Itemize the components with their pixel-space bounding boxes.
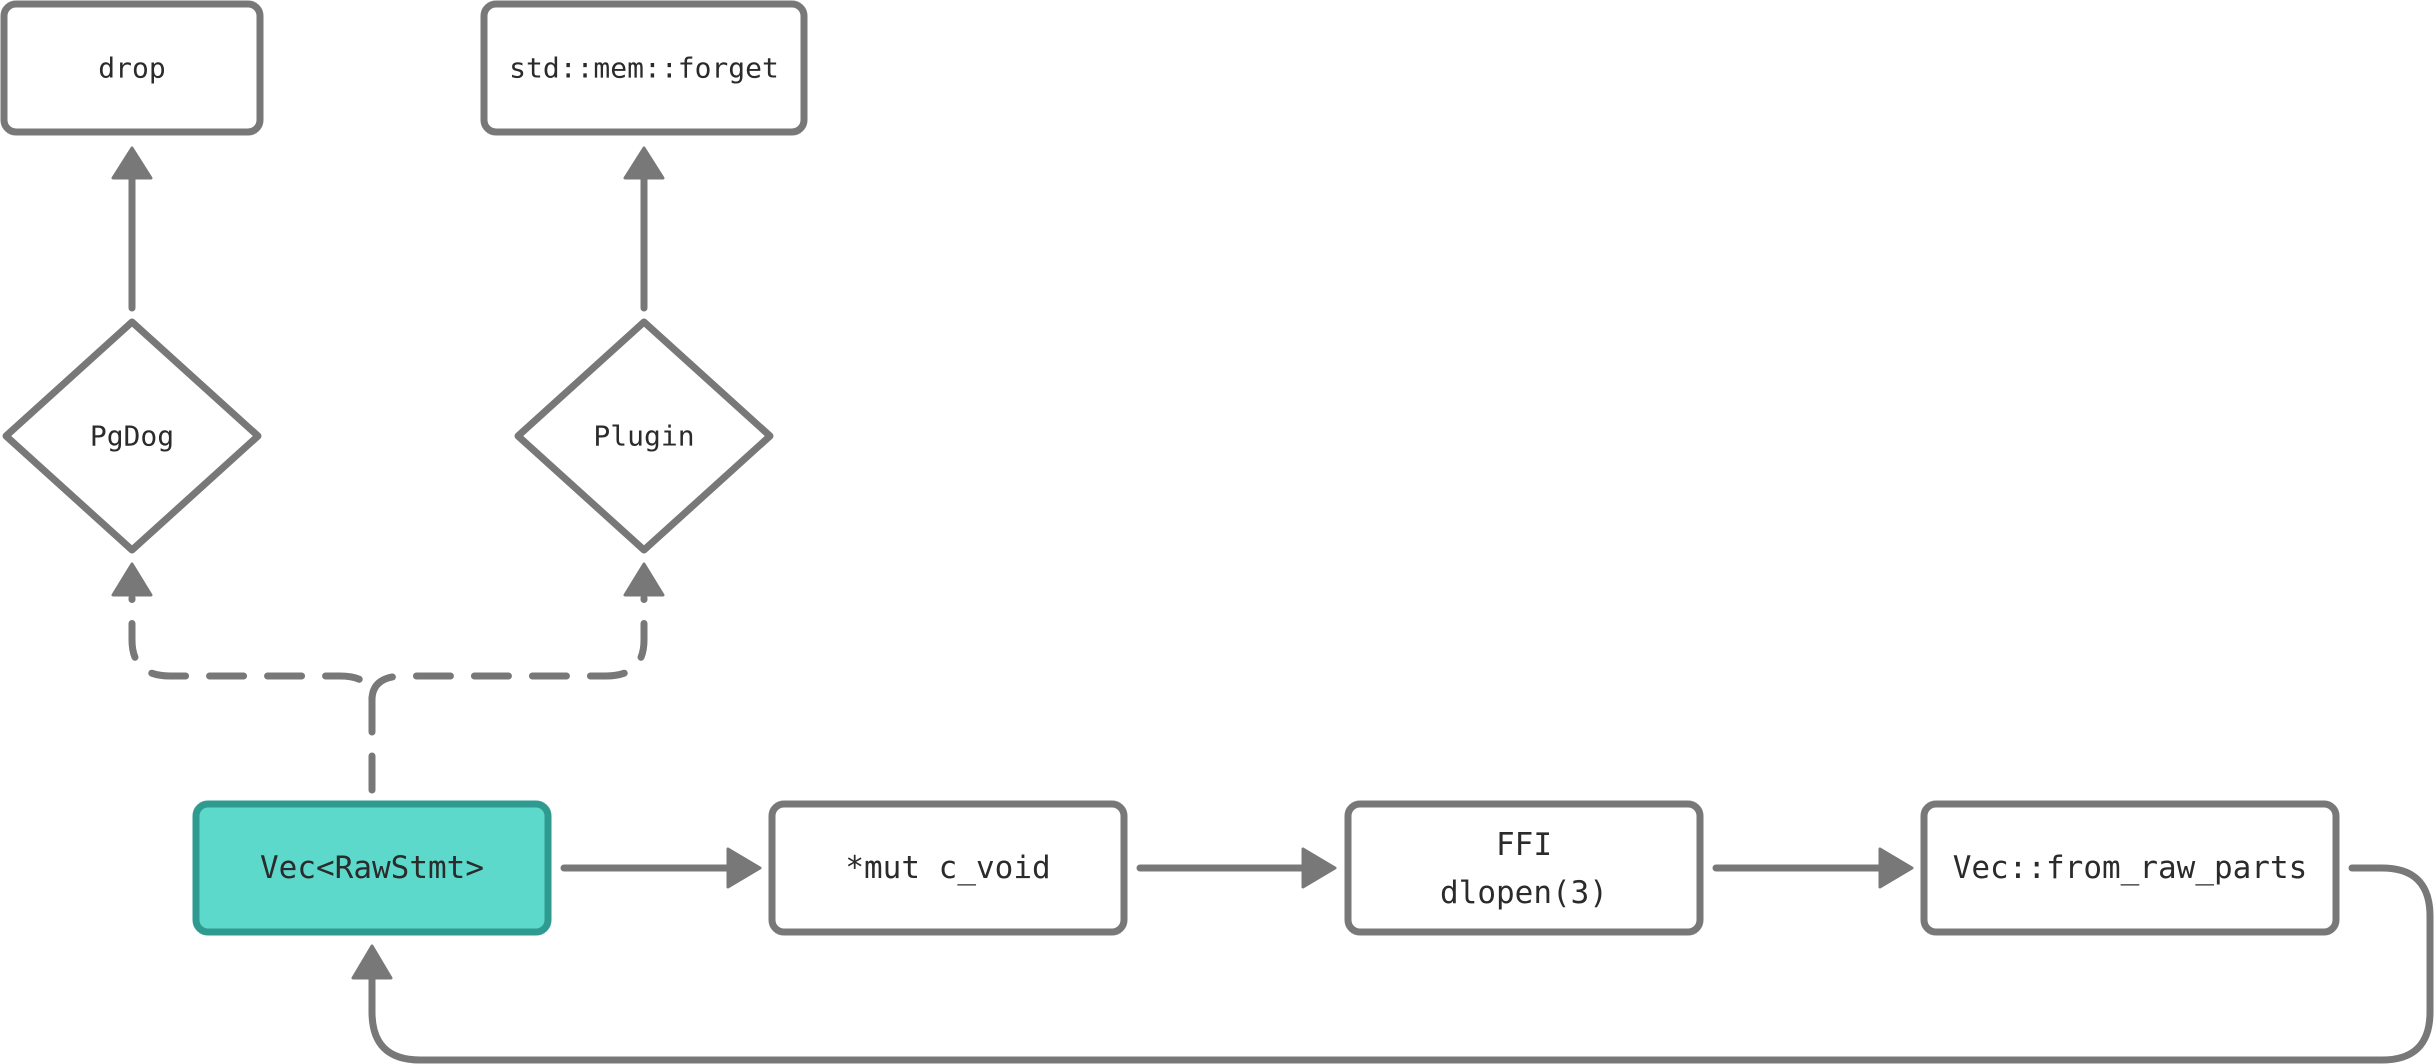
arrowhead-forget <box>623 146 665 180</box>
node-plugin-label: Plugin <box>593 420 694 453</box>
node-mut-c-void: *mut c_void <box>768 800 1128 936</box>
arrowhead-ffi <box>1301 847 1337 889</box>
node-from-raw-parts: Vec::from_raw_parts <box>1920 800 2340 936</box>
node-vec-raw-stmt-label: Vec<RawStmt> <box>260 850 484 886</box>
node-ffi-line1: FFI <box>1496 827 1552 863</box>
edge-dashed-vec-to-plugin <box>368 594 648 704</box>
node-ffi-line2: dlopen(3) <box>1440 875 1608 911</box>
node-forget-label: std::mem::forget <box>509 52 779 85</box>
node-vec-raw-stmt: Vec<RawStmt> <box>192 800 552 936</box>
arrowhead-drop <box>111 146 153 180</box>
arrowhead-mut <box>726 847 762 889</box>
arrowhead-from-raw-parts <box>1878 847 1914 889</box>
edge-loop-back <box>368 864 2434 1064</box>
node-ffi: FFI dlopen(3) <box>1344 800 1704 936</box>
arrowhead-plugin <box>623 562 665 597</box>
arrowhead-loop-back <box>351 944 393 980</box>
node-from-raw-parts-label: Vec::from_raw_parts <box>1953 850 2308 886</box>
node-plugin: Plugin <box>514 318 774 554</box>
node-drop-label: drop <box>98 52 165 85</box>
node-pgdog: PgDog <box>2 318 262 554</box>
node-pgdog-label: PgDog <box>90 420 174 453</box>
arrowhead-pgdog <box>111 562 153 597</box>
edge-dashed-vec-to-pgdog <box>128 594 376 794</box>
node-drop: drop <box>0 0 264 136</box>
node-forget: std::mem::forget <box>480 0 808 136</box>
node-mut-c-void-label: *mut c_void <box>845 850 1050 886</box>
